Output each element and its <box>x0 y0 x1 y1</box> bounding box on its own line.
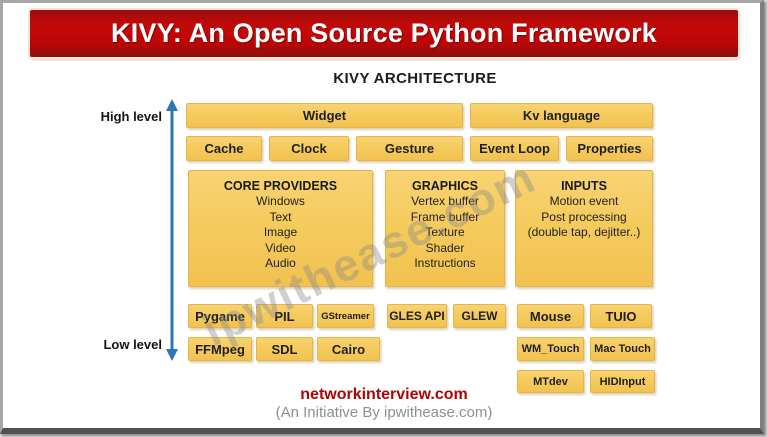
box-hidinput: HIDInput <box>590 370 655 393</box>
core-providers-title: CORE PROVIDERS <box>223 179 338 193</box>
box-gstreamer: GStreamer <box>317 304 374 328</box>
core-provider-item: Text <box>269 209 292 224</box>
footer-site-name: networkinterview.com <box>300 386 468 403</box>
level-axis-arrow-icon <box>166 99 178 361</box>
box-cairo: Cairo <box>317 337 380 361</box>
box-glew: GLEW <box>453 304 506 328</box>
box-clock: Clock <box>269 136 349 161</box>
inputs-item: Motion event <box>549 194 619 208</box>
box-pygame: Pygame <box>188 304 252 328</box>
box-widget: Widget <box>186 103 463 128</box>
box-mouse: Mouse <box>517 304 584 328</box>
box-gles-api: GLES API <box>387 304 447 328</box>
inputs-item: (double tap, dejitter..) <box>527 225 641 239</box>
box-sdl: SDL <box>256 337 313 361</box>
title-banner: KIVY: An Open Source Python Framework <box>30 10 738 57</box>
graphics-title: GRAPHICS <box>412 179 478 193</box>
box-pil: PIL <box>256 304 313 328</box>
box-inputs: INPUTS Motion event Post processing (dou… <box>515 170 653 287</box>
graphics-item: Shader <box>425 240 465 255</box>
box-graphics: GRAPHICS Vertex buffer Frame buffer Text… <box>385 170 505 287</box>
box-core-providers: CORE PROVIDERS Windows Text Image Video … <box>188 170 373 287</box>
box-tuio: TUIO <box>590 304 652 328</box>
diagram-title: KIVY ARCHITECTURE <box>333 70 497 87</box>
graphics-item: Texture <box>425 225 465 239</box>
box-mtdev: MTdev <box>517 370 584 393</box>
box-event-loop: Event Loop <box>470 136 559 161</box>
graphics-item: Frame buffer <box>410 209 480 224</box>
banner-title: KIVY: An Open Source Python Framework <box>111 18 657 48</box>
box-mac-touch: Mac Touch <box>590 337 655 361</box>
box-cache: Cache <box>186 136 262 161</box>
graphics-item: Vertex buffer <box>411 194 479 208</box>
graphics-item: Instructions <box>414 256 476 270</box>
core-provider-item: Video <box>265 240 296 255</box>
core-provider-item: Image <box>263 225 298 239</box>
inputs-title: INPUTS <box>561 179 607 193</box>
high-level-label: High level <box>100 109 162 124</box>
core-provider-item: Windows <box>256 194 305 208</box>
box-wm-touch: WM_Touch <box>517 337 584 361</box>
core-provider-item: Audio <box>265 256 296 270</box>
box-ffmpeg: FFMpeg <box>188 337 252 361</box>
inputs-item: Post processing <box>541 209 627 224</box>
box-properties: Properties <box>566 136 653 161</box>
low-level-label: Low level <box>103 337 162 352</box>
footer-initiative-note: (An Initiative By ipwithease.com) <box>275 404 493 421</box>
box-kv-language: Kv language <box>470 103 653 128</box>
box-gesture: Gesture <box>356 136 463 161</box>
